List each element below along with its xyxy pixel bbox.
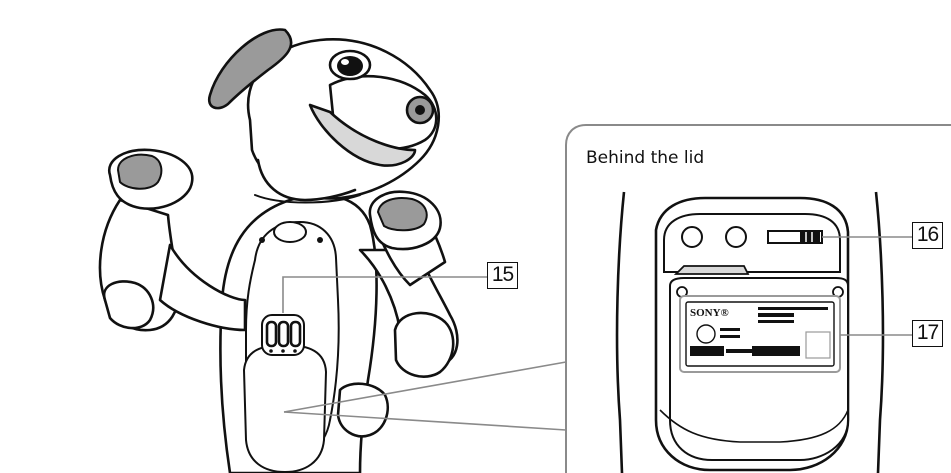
inset-body-right (876, 192, 883, 473)
socket-left (682, 227, 702, 247)
left-paw-pad (118, 155, 161, 189)
inset-title: Behind the lid (586, 148, 704, 168)
right-paw-pad (378, 198, 427, 230)
socket-right (726, 227, 746, 247)
callout-16: 16 (912, 222, 943, 249)
left-elbow (104, 281, 153, 328)
right-elbow (395, 313, 453, 377)
callout-15: 15 (487, 262, 518, 289)
robot-hip (338, 384, 388, 437)
battery-lid (244, 345, 326, 472)
callout-17: 17 (912, 320, 943, 347)
inset-panel: SONY® (566, 125, 951, 473)
label-brand-text: SONY® (690, 307, 729, 319)
label-mark (697, 325, 715, 343)
back-sensor (274, 222, 306, 242)
card-slot (676, 266, 748, 274)
